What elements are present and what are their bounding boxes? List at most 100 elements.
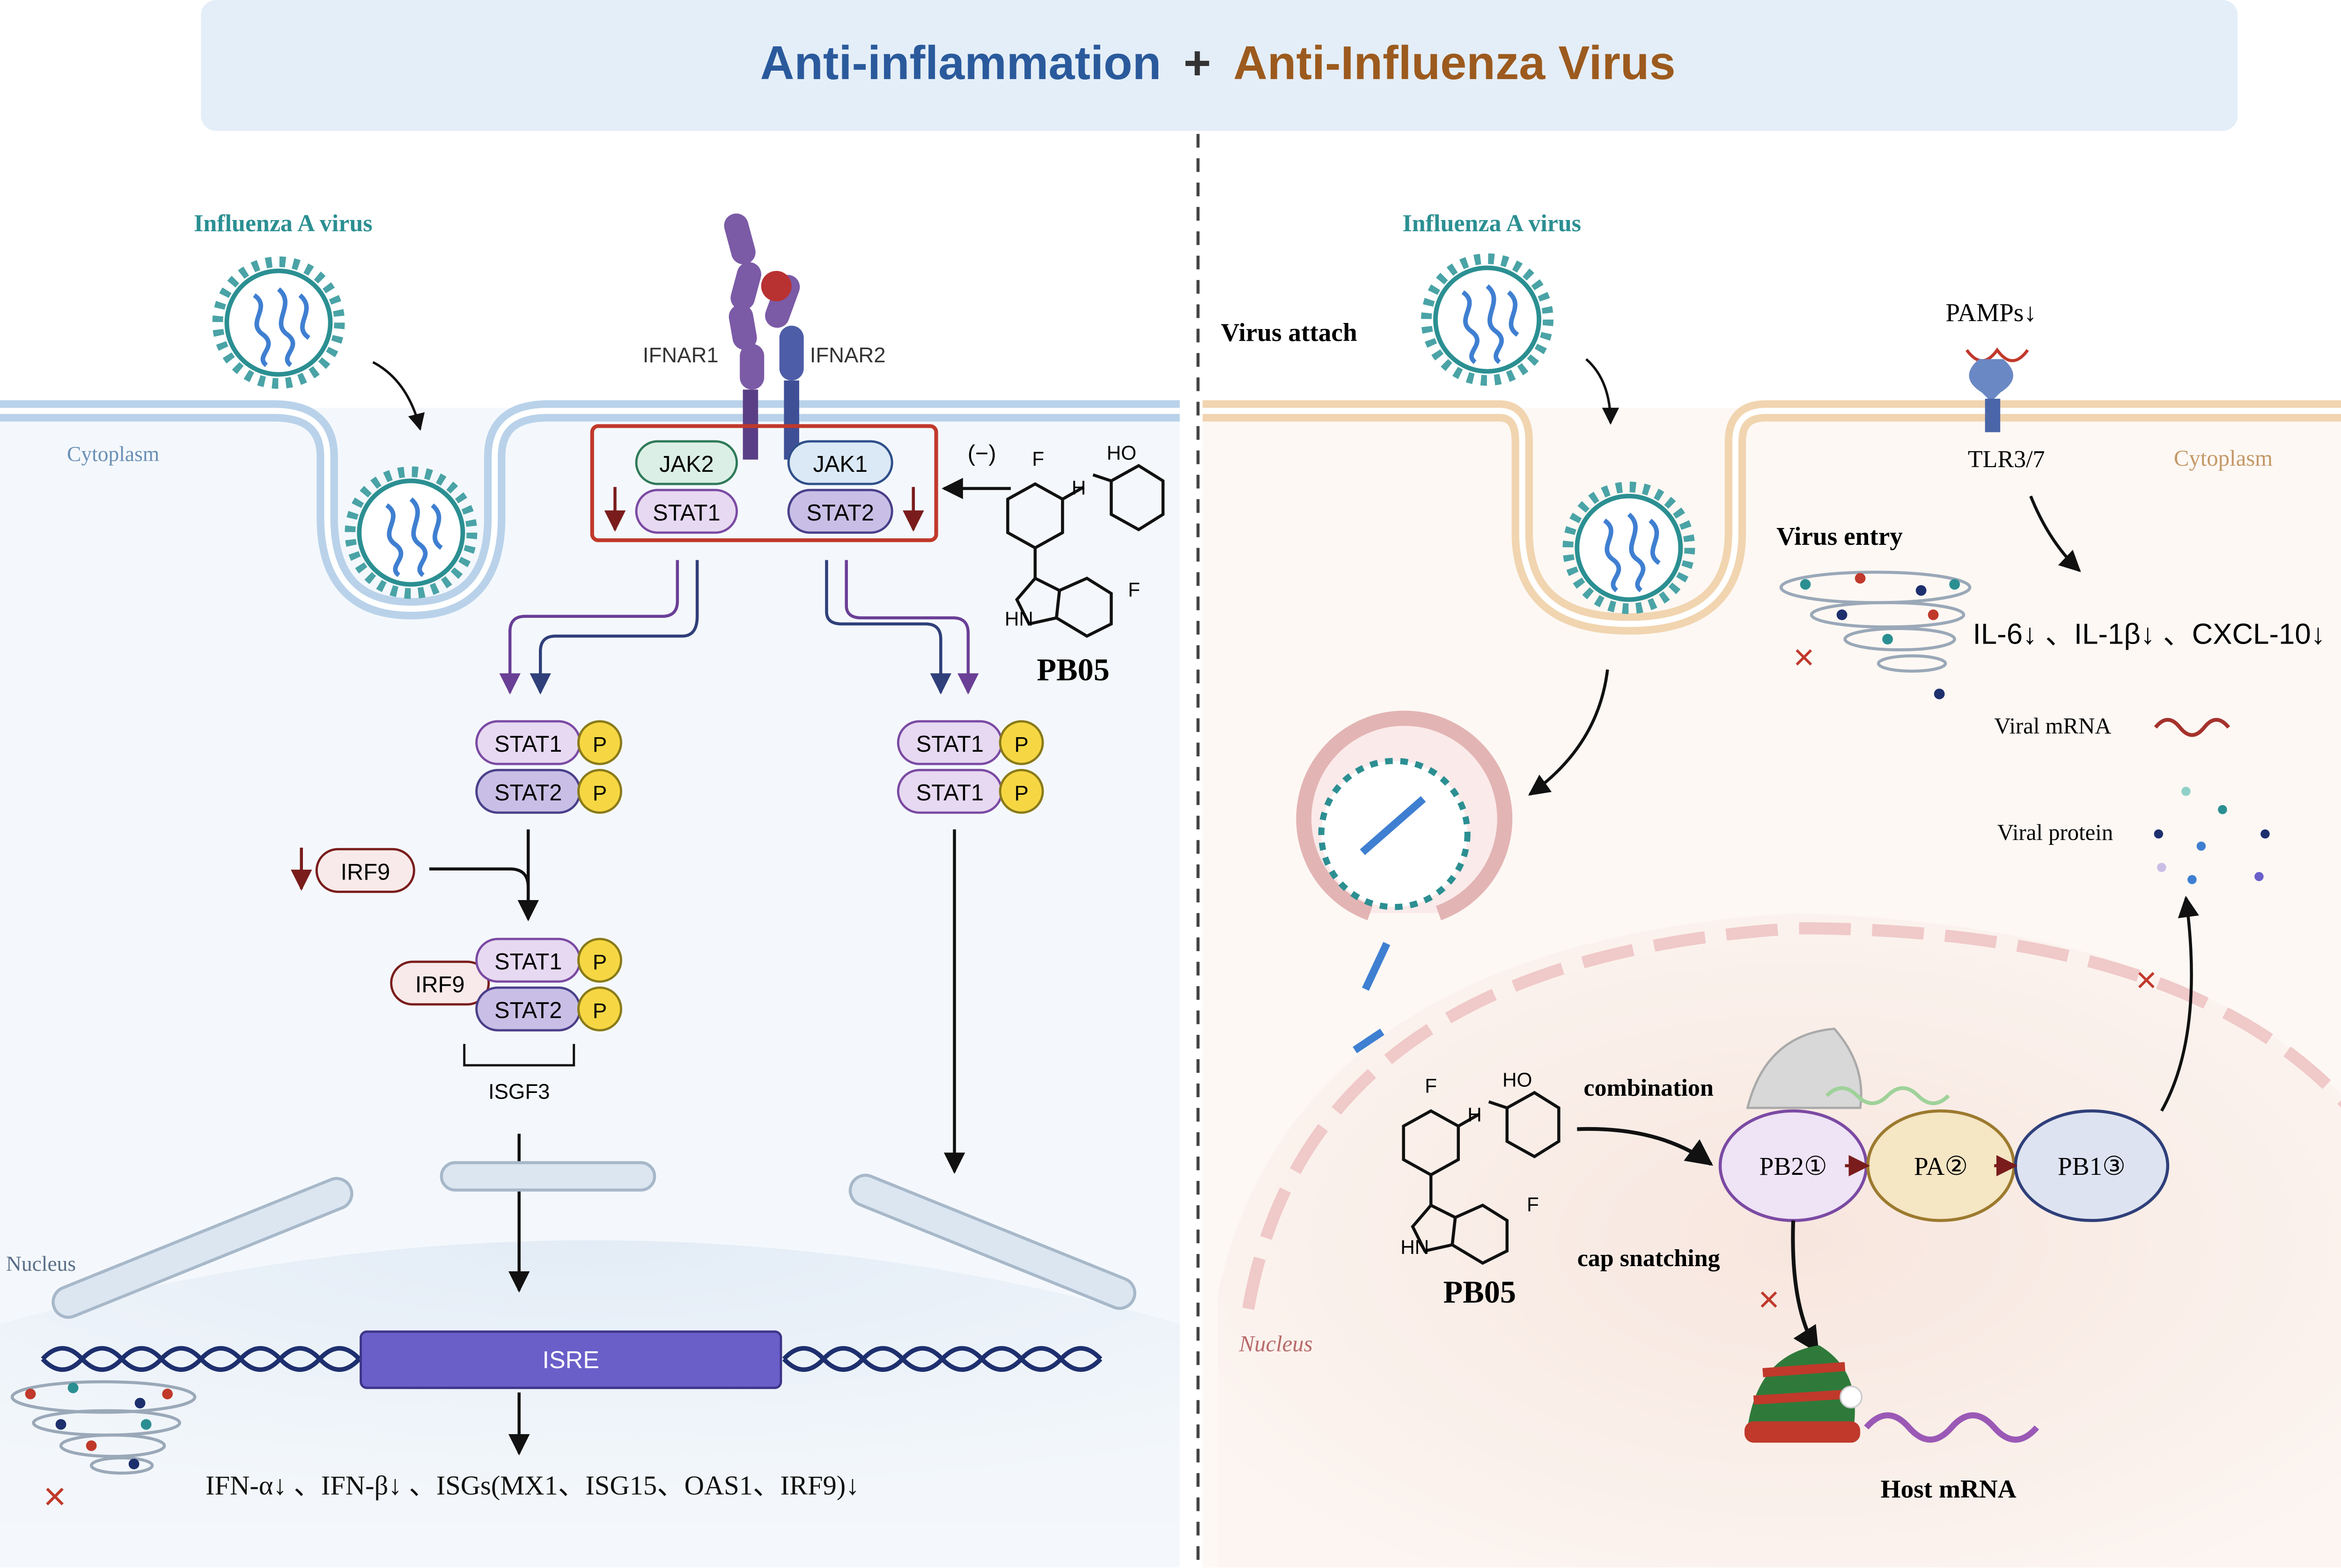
- virus-entry-label: Virus entry: [1776, 522, 1903, 550]
- host-mrna-strand-icon: [1864, 1412, 2039, 1443]
- pb05-label-right: PB05: [1443, 1274, 1516, 1310]
- stat1-node: [635, 489, 738, 534]
- mol-right-f1: F: [1425, 1075, 1437, 1097]
- cap-snatch-arrow: [1791, 1220, 1819, 1354]
- phospho-icon: [577, 938, 622, 983]
- pstat1-label-c: STAT1: [916, 780, 984, 806]
- mol-right-h-amine: H: [1467, 1104, 1482, 1126]
- block-x-icon: ×: [1793, 637, 1815, 678]
- phospho-icon: [999, 769, 1044, 814]
- phospho-label: P: [593, 733, 607, 756]
- virus-entry-arrow: [372, 361, 425, 431]
- jak1-label: JAK1: [813, 452, 868, 477]
- influenza-virus-icon: [1426, 259, 1548, 381]
- pb05-label-left: PB05: [1037, 652, 1110, 687]
- irf9-isgf3-node: [390, 960, 490, 1006]
- right-nuclear-envelope: [1242, 922, 2341, 1310]
- pamps-label: PAMPs↓: [1945, 298, 2037, 327]
- irf9-isgf3-label: IRF9: [415, 972, 465, 997]
- ifnar2-label: IFNAR2: [810, 343, 886, 367]
- tlr-receptor-icon: [1966, 347, 2029, 432]
- phospho-icon: [577, 720, 622, 765]
- block-x-icon: ×: [43, 1473, 66, 1518]
- cytokines-label: IL-6↓ 、IL-1β↓ 、CXCL-10↓: [1973, 618, 2326, 650]
- stat1-label: STAT1: [653, 500, 720, 526]
- isgf3-stat2-label: STAT2: [494, 998, 562, 1023]
- endosome-icon: [1296, 711, 1513, 921]
- viral-mrna-label: Viral mRNA: [1994, 713, 2111, 739]
- combination-label: combination: [1583, 1075, 1714, 1101]
- mol-right-hn: HN: [1400, 1236, 1429, 1258]
- title-plus: +: [1184, 37, 1211, 89]
- left-nuclear-envelope: [52, 1161, 1136, 1319]
- tlr-label: TLR3/7: [1968, 446, 2045, 473]
- inhibit-label: (−): [968, 441, 996, 466]
- title-right: Anti-Influenza Virus: [1233, 37, 1675, 89]
- block-x-icon: ×: [1758, 1279, 1780, 1320]
- phospho-label: P: [593, 999, 607, 1023]
- left-virus-label: Influenza A virus: [194, 210, 373, 237]
- right-nucleus-label: Nucleus: [1239, 1331, 1313, 1356]
- block-x-icon: ×: [2136, 959, 2157, 1000]
- title-left: Anti-inflammation: [760, 37, 1162, 89]
- right-virus-label: Influenza A virus: [1403, 210, 1582, 237]
- viral-mrna-icon: [2154, 718, 2231, 737]
- pa-label: PA②: [1914, 1152, 1968, 1180]
- pb05-molecule-left: [1006, 464, 1165, 638]
- virus-attach-label: Virus attach: [1221, 318, 1357, 346]
- irf9-node: [315, 848, 415, 893]
- protein-export-arrow: [2160, 895, 2199, 1112]
- right-cytoplasm-label: Cytoplasm: [2174, 446, 2273, 471]
- viral-protein-icon: [2154, 786, 2270, 885]
- viral-protein-label: Viral protein: [1997, 820, 2113, 845]
- phospho-label: P: [1014, 781, 1028, 805]
- mol-left-h-amine: H: [1072, 477, 1086, 499]
- left-cytoplasm-label: Cytoplasm: [67, 442, 159, 466]
- host-mrna-cap-icon: [1744, 1345, 1862, 1443]
- jak2-node: [635, 440, 738, 485]
- receptor-complex-box: [590, 424, 938, 542]
- isre-label: ISRE: [543, 1347, 599, 1374]
- ifnar1-label: IFNAR1: [643, 343, 719, 367]
- pb1-label: PB1③: [2058, 1152, 2126, 1180]
- cytokine-storm-icon: [1779, 571, 1972, 699]
- phospho-label: P: [593, 950, 607, 974]
- phospho-icon: [577, 986, 622, 1032]
- isre-element: [360, 1330, 782, 1389]
- phospho-label: P: [593, 781, 607, 805]
- phosphorylation-arrows: [499, 560, 979, 695]
- influenza-virus-icon: [218, 262, 339, 383]
- phospho-label: P: [1014, 733, 1028, 756]
- isgf3-bracket: [463, 1044, 575, 1067]
- right-nucleus-bg: [1218, 913, 2341, 1568]
- left-nucleus-label: Nucleus: [6, 1252, 76, 1275]
- pb05-molecule-right: [1402, 1091, 1561, 1265]
- ifnar1-receptor: [724, 213, 765, 460]
- dna-helix: [41, 1346, 1103, 1372]
- isgf3-label: ISGF3: [488, 1079, 550, 1103]
- title-banner: [201, 0, 2238, 131]
- pb2-label: PB2①: [1759, 1152, 1827, 1180]
- mol-left-ho: HO: [1107, 442, 1136, 464]
- mol-right-ho: HO: [1502, 1069, 1532, 1091]
- pstat2-label-a: STAT2: [494, 780, 562, 806]
- title: Anti-inflammation + Anti-Influenza Virus: [760, 37, 1676, 89]
- phospho-icon: [999, 720, 1044, 765]
- irf9-label: IRF9: [340, 859, 390, 885]
- vrnp-release-icon: [1353, 942, 1391, 1054]
- phospho-icon: [577, 769, 622, 814]
- combination-arrow: [1577, 1127, 1714, 1166]
- left-outputs: IFN-α↓ 、IFN-β↓ 、ISGs(MX1、ISG15、OAS1、IRF9…: [206, 1470, 860, 1501]
- mol-left-f1: F: [1032, 448, 1044, 470]
- isgf3-stat1-label: STAT1: [494, 949, 562, 975]
- mol-left-f2: F: [1128, 579, 1140, 601]
- attach-arrow: [1585, 358, 1620, 425]
- cytokine-storm-icon: [10, 1380, 197, 1475]
- stat2-label: STAT2: [806, 500, 874, 526]
- stat2-node: [787, 489, 893, 534]
- mol-left-hn: HN: [1005, 608, 1033, 630]
- cap-snatching-label: cap snatching: [1577, 1245, 1720, 1272]
- jak2-label: JAK2: [659, 452, 714, 477]
